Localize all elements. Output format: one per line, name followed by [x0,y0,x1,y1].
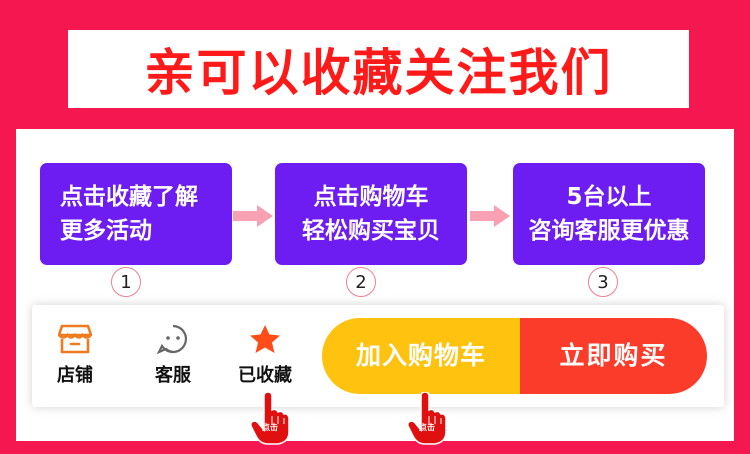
banner-title: 亲可以收藏关注我们 [144,44,613,102]
step-2-line2: 轻松购买宝贝 [302,218,440,244]
buy-now-button[interactable]: 立即购买 [520,318,707,394]
step-number-3: 3 [588,267,618,297]
step-1-line2: 更多活动 [60,218,152,244]
arrow-right-icon [470,205,510,227]
hand-pointer-icon: 点击 [250,391,294,446]
step-2-line1: 点击购物车 [313,184,429,210]
step-number-2: 2 [346,267,376,297]
purchase-action-bar: 店铺 客服 已收藏 加入购物车 立即购买 [32,305,724,407]
arrow-right-icon [233,205,273,227]
step-number-1: 1 [111,267,141,297]
title-banner: 亲可以收藏关注我们 [68,30,689,108]
step-3-line1: 5台以上 [566,184,652,210]
step-1-box: 点击收藏了解 更多活动 [40,163,232,265]
click-hint-label: 点击 [262,423,278,432]
customer-service-button[interactable]: 客服 [138,323,208,387]
hand-pointer-icon: 点击 [407,391,451,446]
shop-label: 店铺 [57,365,93,386]
store-icon [58,324,92,354]
favorite-button[interactable]: 已收藏 [230,323,300,387]
step-3-box: 5台以上 咨询客服更优惠 [513,163,705,265]
click-hint-label: 点击 [419,423,435,432]
favorite-label: 已收藏 [238,365,292,386]
service-label: 客服 [155,365,191,386]
step-1-line1: 点击收藏了解 [60,184,198,210]
add-to-cart-button[interactable]: 加入购物车 [322,318,520,394]
purchase-button-group: 加入购物车 立即购买 [322,318,707,394]
star-icon [250,325,280,353]
shop-nav-button[interactable]: 店铺 [40,323,110,387]
step-3-line2: 咨询客服更优惠 [528,218,690,244]
step-2-box: 点击购物车 轻松购买宝贝 [275,163,467,265]
chat-face-icon [156,324,188,355]
